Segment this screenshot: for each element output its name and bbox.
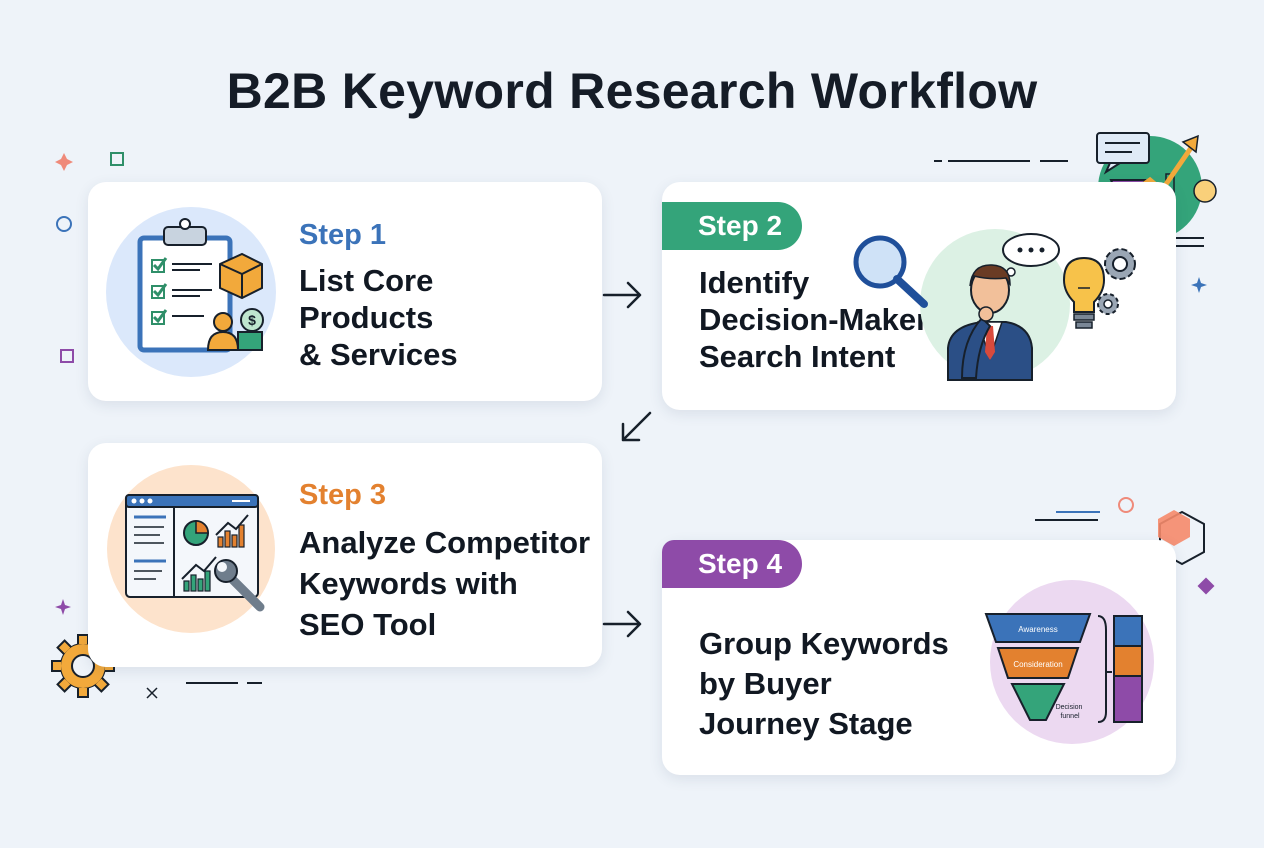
step-3-label: Step 3 [299, 479, 387, 511]
businessman-icon [947, 264, 1033, 381]
clipboard-checklist-icon: $ [106, 207, 276, 377]
funnel-stage-consideration: Consideration [996, 647, 1080, 679]
gear-icon [1097, 293, 1119, 315]
buyer-funnel-icon: Awareness Consideration Decision funnel [984, 580, 1154, 744]
funnel-stage-decision: Decision funnel [1010, 683, 1085, 721]
step-2-title: Identify Decision-Maker Search Intent [699, 265, 929, 374]
funnel-stage-awareness: Awareness [984, 613, 1092, 643]
arrow-down-left-icon [621, 411, 652, 442]
step-1-label: Step 1 [299, 219, 387, 251]
svg-text:Decision funnel: Decision funnel [1056, 704, 1085, 720]
sparkle-icon [1191, 277, 1207, 293]
wrench-icon [214, 559, 265, 612]
gear-icon [1104, 248, 1136, 280]
funnel-consideration-label: Consideration [1013, 660, 1062, 669]
seo-dashboard-icon [107, 465, 275, 633]
step-4-card: Step 4 Group Keywords by Buyer Journey S… [662, 540, 1176, 775]
hexagon-icon [1158, 510, 1205, 566]
funnel-decision-label-1: Decision [1056, 704, 1083, 711]
step-3-card: Step 3 Analyze Competitor Keywords with … [88, 443, 602, 667]
step-4-title: Group Keywords by Buyer Journey Stage [699, 626, 949, 741]
step-3-title: Analyze Competitor Keywords with SEO Too… [299, 525, 591, 642]
x-mark-decoration [146, 687, 158, 699]
step-2-label: Step 2 [662, 202, 803, 250]
step-1-card: $ Step 1 List Core Products & Services [88, 182, 602, 401]
sparkle-icon [55, 153, 73, 171]
arrow-right-icon [602, 610, 642, 638]
magnifier-icon [853, 235, 928, 308]
lightbulb-icon [1062, 256, 1106, 329]
sparkle-icon [55, 599, 71, 615]
square-decoration [110, 152, 124, 166]
decision-maker-thinking-icon [853, 229, 1136, 381]
step-1-title: List Core Products & Services [299, 263, 458, 372]
package-box-icon [219, 252, 263, 300]
diamond-decoration [1197, 577, 1215, 595]
circle-decoration [1118, 497, 1134, 513]
svg-text:$: $ [248, 312, 256, 328]
funnel-decision-label-2: funnel [1060, 713, 1080, 720]
page-title: B2B Keyword Research Workflow [226, 63, 1038, 119]
circle-decoration [56, 216, 72, 232]
funnel-awareness-label: Awareness [1018, 625, 1057, 634]
step-4-label: Step 4 [662, 540, 803, 588]
arrow-right-icon [602, 281, 642, 309]
step-2-card: Step 2 Identify Decision-Maker Search In… [662, 182, 1176, 410]
square-decoration [60, 349, 74, 363]
